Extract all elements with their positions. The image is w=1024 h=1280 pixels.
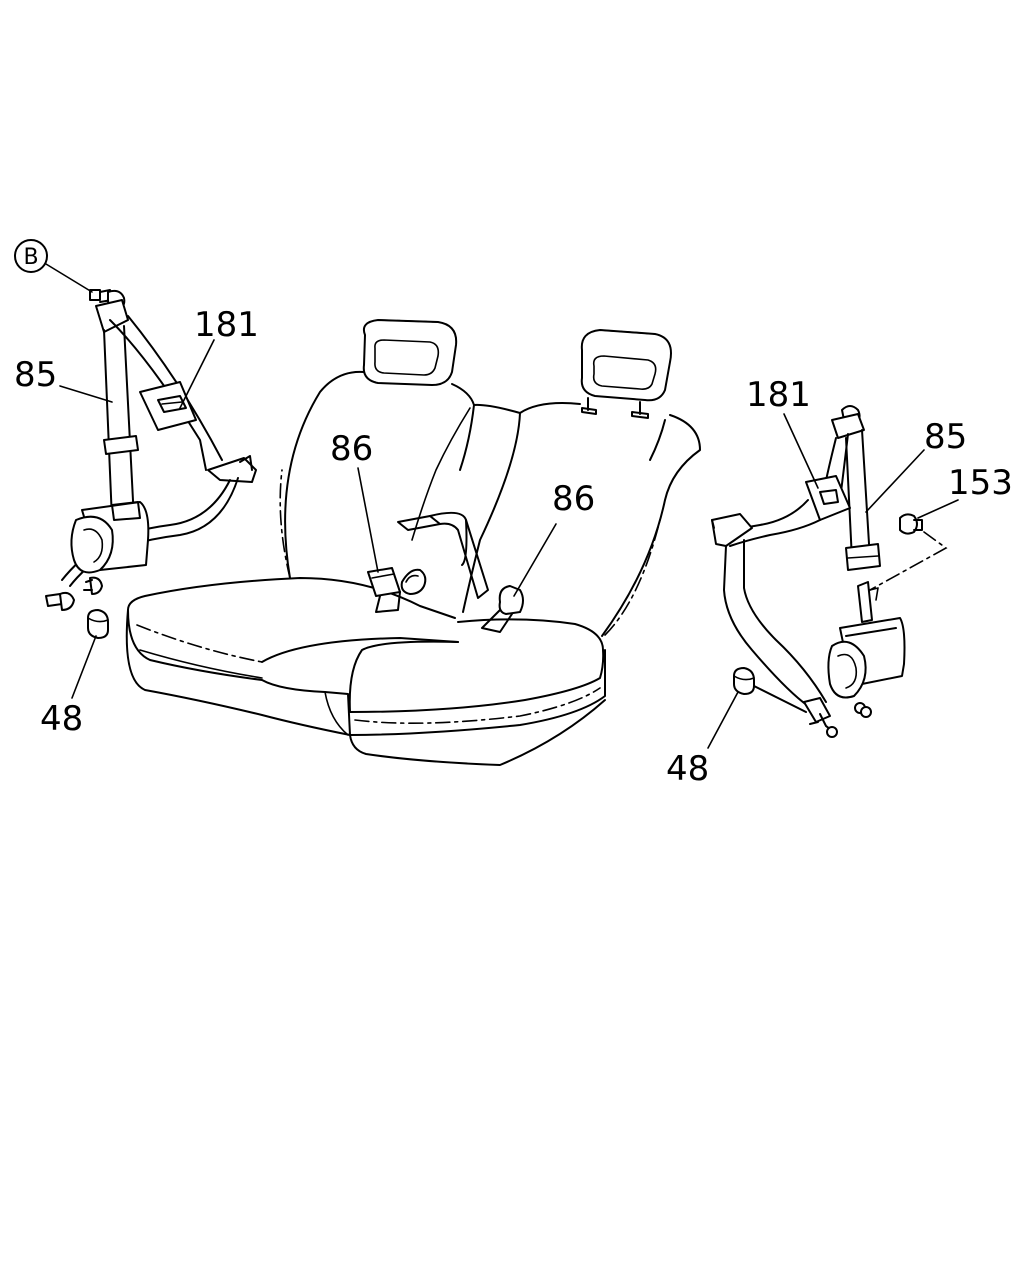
left-upper-anchor-plate [95, 299, 129, 333]
right-seat-belt-assembly [711, 405, 948, 738]
callout-right-153: 153 [917, 463, 1013, 519]
right-upper-anchor [831, 405, 865, 439]
callout-left-85-label: 85 [14, 355, 57, 395]
left-headrest [362, 319, 458, 386]
callout-right-48: 48 [666, 691, 739, 789]
right-seat-buckle [481, 585, 524, 633]
right-bolt-153 [899, 513, 923, 535]
callout-right-85-label: 85 [924, 417, 967, 457]
center-belt-webbing [397, 511, 489, 599]
callout-center-86-right-label: 86 [552, 479, 595, 519]
callout-center-86-right: 86 [513, 479, 595, 597]
bolt-153-alignment-line [869, 531, 948, 591]
callout-ref-b: B [14, 239, 93, 293]
callout-left-181-label: 181 [194, 305, 259, 345]
right-seatback [519, 402, 701, 637]
right-side-lap-anchor-plate [711, 513, 753, 547]
callout-center-86-left: 86 [330, 429, 379, 573]
left-seat-buckle [367, 567, 427, 613]
callout-left-181: 181 [179, 305, 259, 409]
left-retractor [70, 501, 150, 574]
rear-seat-assembly [125, 319, 701, 766]
callout-center-86-left-label: 86 [330, 429, 373, 469]
callout-right-48-label: 48 [666, 749, 709, 789]
left-lower-anchor-plate [207, 457, 257, 483]
callout-left-85: 85 [14, 355, 113, 403]
right-cap-48 [733, 667, 755, 695]
callout-ref-b-label: B [23, 245, 38, 270]
callout-right-85: 85 [865, 417, 967, 513]
seat-cushions [125, 577, 606, 766]
right-headrest [580, 329, 672, 419]
left-lower-bolts [45, 576, 103, 611]
left-cap-48 [87, 609, 109, 639]
callout-left-48-label: 48 [40, 699, 83, 739]
callout-left-48: 48 [40, 635, 97, 739]
callout-right-181: 181 [746, 375, 819, 489]
callout-right-181-label: 181 [746, 375, 811, 415]
left-seat-belt-assembly [45, 289, 257, 639]
callout-right-153-label: 153 [948, 463, 1013, 503]
left-latch-plate [139, 381, 197, 431]
right-retractor [827, 581, 906, 718]
right-latch-plate [805, 475, 851, 521]
